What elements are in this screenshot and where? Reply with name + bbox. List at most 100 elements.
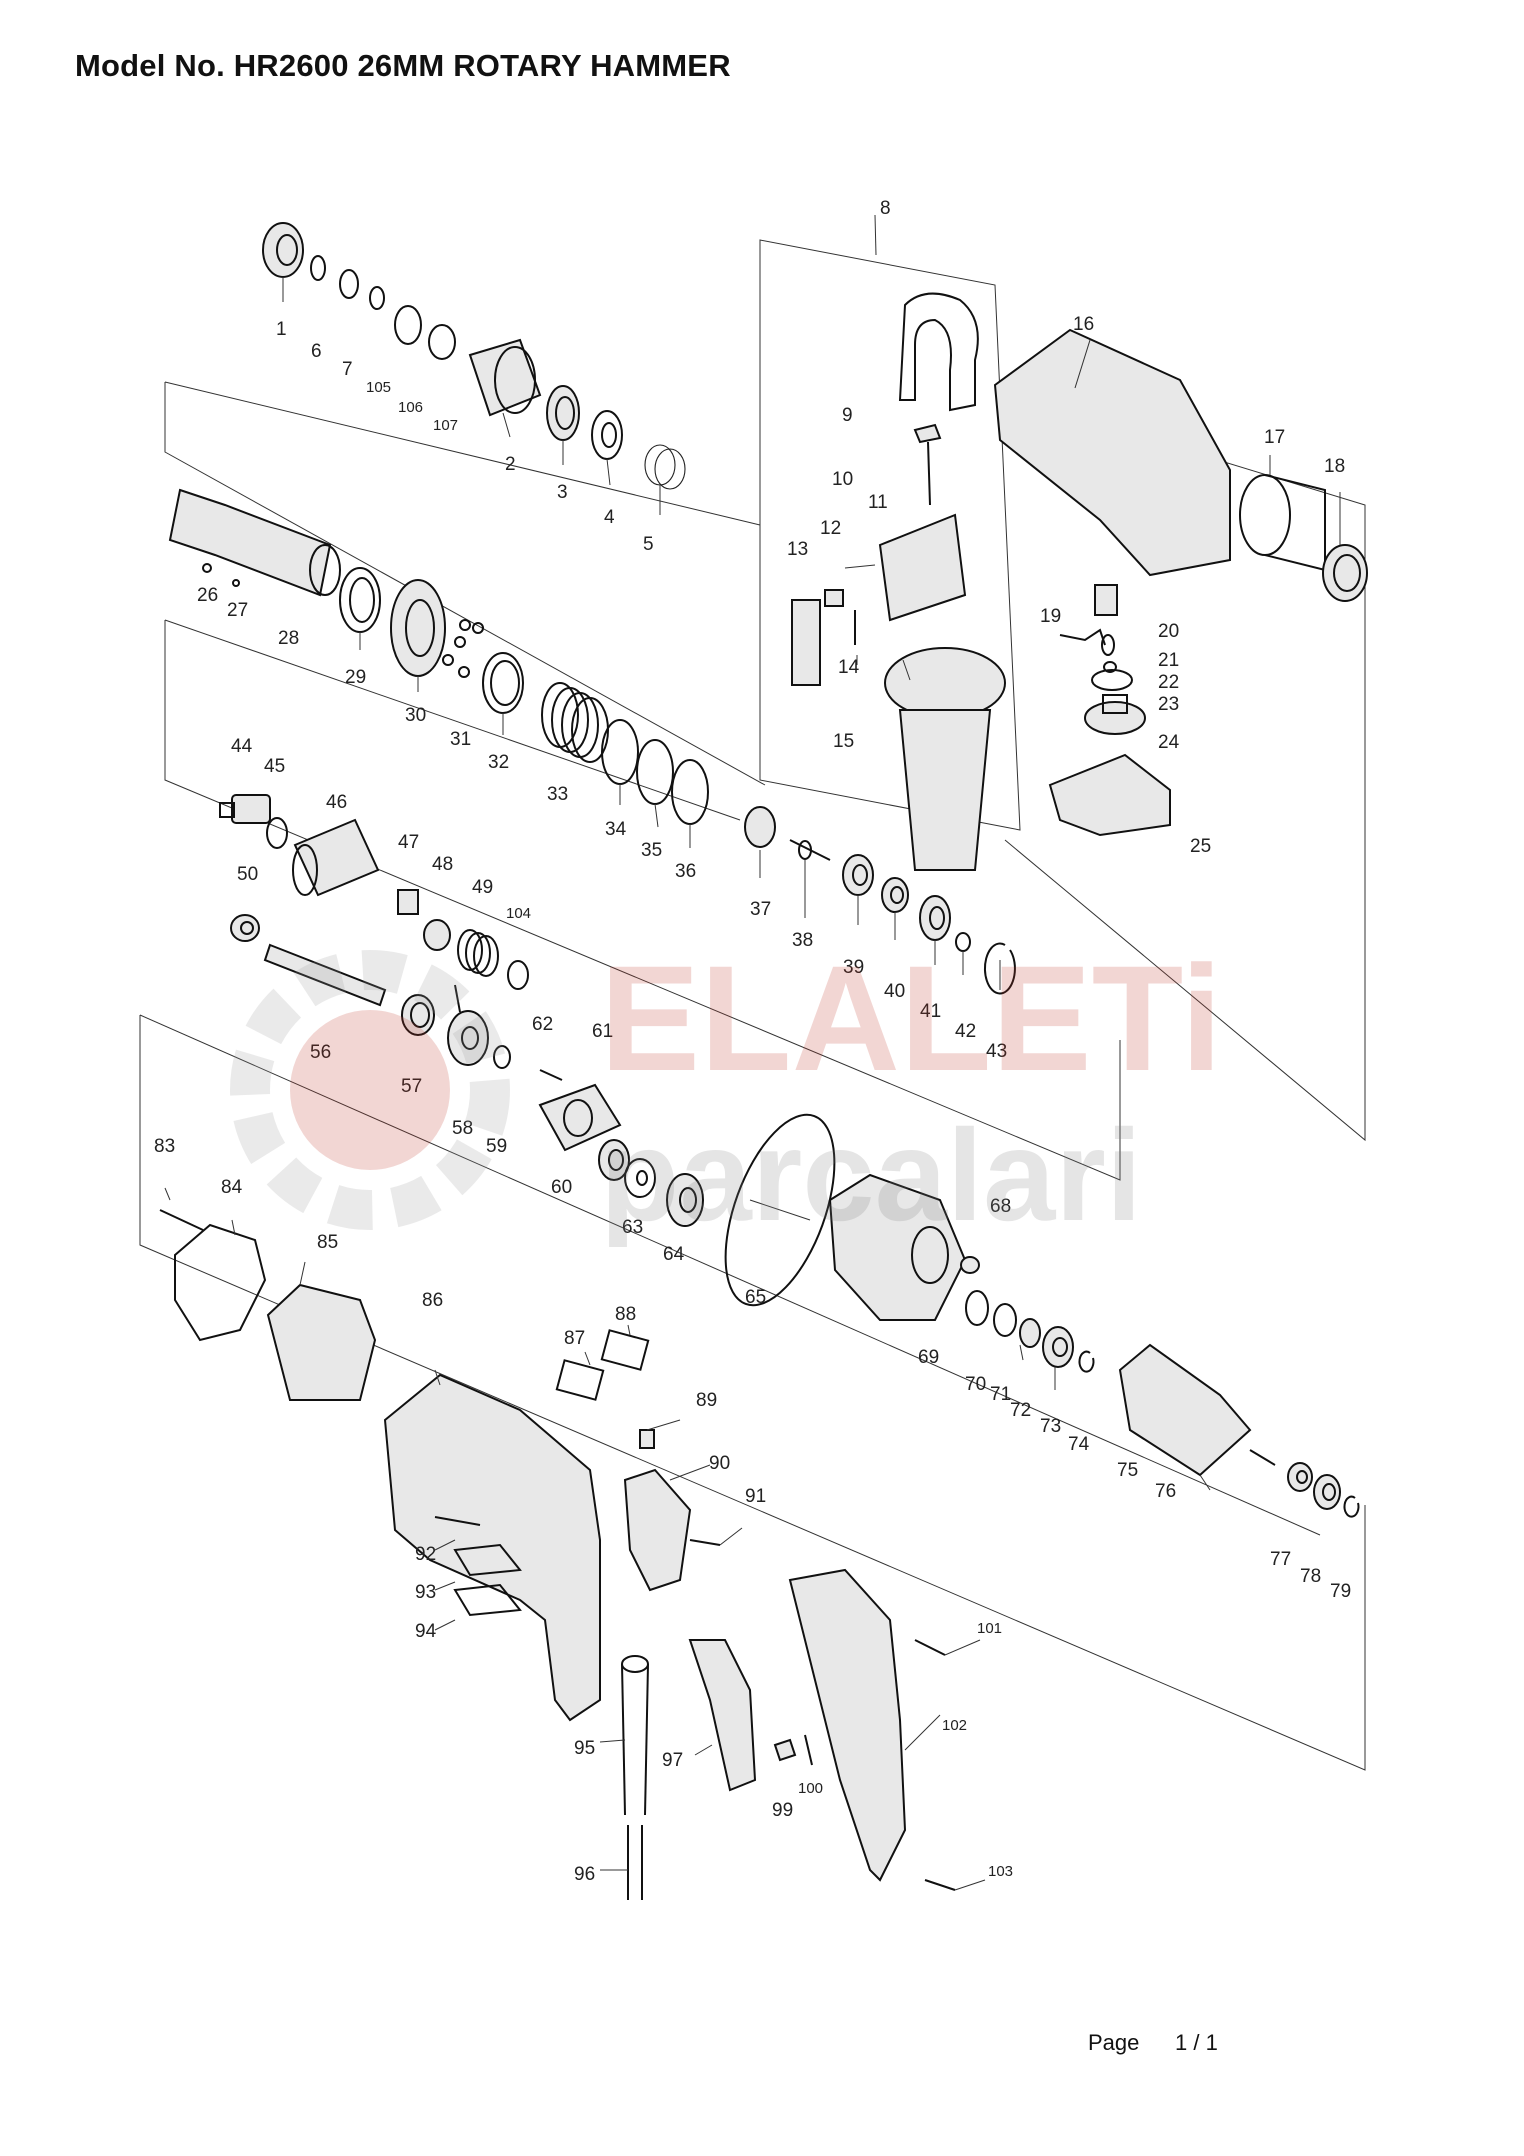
label-95: 95 (574, 1738, 595, 1759)
label-34: 34 (605, 819, 627, 840)
part-27-shape (232, 579, 240, 587)
label-32: 32 (488, 752, 509, 773)
label-48: 48 (432, 854, 453, 875)
label-86: 86 (422, 1290, 443, 1311)
part-90-shape (623, 1468, 692, 1592)
label-94: 94 (415, 1621, 437, 1642)
part-89-shape (639, 1429, 655, 1449)
part-104-shape (507, 960, 529, 990)
label-14: 14 (838, 657, 860, 678)
part-46-shape (292, 818, 380, 897)
motor-group-parts (159, 1173, 1360, 1900)
part-97-shape (688, 1639, 757, 1792)
label-36: 36 (675, 861, 696, 882)
label-57: 57 (401, 1076, 422, 1097)
part-1-shape (262, 222, 304, 278)
part-101-shape (914, 1639, 946, 1656)
label-39: 39 (843, 957, 864, 978)
label-30: 30 (405, 705, 426, 726)
label-85: 85 (317, 1232, 338, 1253)
part-96-shape (627, 1825, 643, 1900)
label-1: 1 (276, 319, 287, 340)
part-105-shape (369, 286, 385, 310)
label-65: 65 (745, 1287, 766, 1308)
label-4: 4 (604, 507, 615, 528)
part-39-shape (842, 854, 874, 896)
label-43: 43 (986, 1041, 1007, 1062)
part-13-shape (791, 599, 821, 686)
clutch-group-parts (219, 794, 836, 1307)
part-2-shape (468, 338, 542, 417)
part-99-shape (773, 1738, 797, 1762)
part-93-shape (453, 1543, 522, 1577)
part-40-shape (881, 877, 909, 913)
page-number: 1 / 1 (1175, 2030, 1218, 2055)
page-title: Model No. HR2600 26MM ROTARY HAMMER (75, 48, 731, 83)
part-56-shape (263, 943, 387, 1007)
part-77-shape (1287, 1462, 1313, 1492)
part-87-shape (555, 1359, 605, 1401)
label-74: 74 (1068, 1434, 1090, 1455)
label-60: 60 (551, 1177, 572, 1198)
part-36-shape (671, 759, 709, 825)
part-38-shape (789, 839, 831, 861)
label-84: 84 (221, 1177, 243, 1198)
label-44: 44 (231, 736, 253, 757)
label-58: 58 (452, 1118, 473, 1139)
label-28: 28 (278, 628, 299, 649)
label-101: 101 (977, 1620, 1002, 1637)
label-24: 24 (1158, 732, 1180, 753)
label-16: 16 (1073, 314, 1094, 335)
page-label: Page (1088, 2030, 1140, 2055)
part-71-shape (993, 1303, 1017, 1337)
label-21: 21 (1158, 650, 1179, 671)
label-88: 88 (615, 1304, 636, 1325)
label-78: 78 (1300, 1566, 1321, 1587)
label-62: 62 (532, 1014, 553, 1035)
label-104: 104 (506, 905, 531, 922)
part-37-shape (744, 806, 776, 848)
part-42-shape (955, 932, 971, 952)
label-38: 38 (792, 930, 813, 951)
label-97: 97 (662, 1750, 683, 1771)
label-leader-lines (164, 277, 1341, 1891)
part-107-shape (428, 324, 456, 360)
part-5-shape (644, 444, 686, 490)
label-45: 45 (264, 756, 285, 777)
label-11: 11 (868, 492, 888, 513)
part-44-shape (219, 794, 271, 824)
label-15: 15 (833, 731, 854, 752)
label-68: 68 (990, 1196, 1011, 1217)
label-89: 89 (696, 1390, 717, 1411)
label-19: 19 (1040, 606, 1061, 627)
label-73: 73 (1040, 1416, 1061, 1437)
part-45-shape (266, 817, 288, 849)
part-47-shape (397, 889, 419, 915)
label-7: 7 (342, 359, 353, 380)
part-48-shape (423, 919, 451, 951)
part-68-shape (960, 1256, 980, 1274)
label-103: 103 (988, 1863, 1013, 1880)
part-12-shape (824, 589, 844, 607)
part-65-shape (724, 1113, 836, 1307)
part-31-shape (442, 619, 484, 678)
label-8: 8 (880, 198, 891, 219)
label-17: 17 (1264, 427, 1285, 448)
label-96: 96 (574, 1864, 595, 1885)
part-100-shape (804, 1734, 813, 1766)
part-69-shape (828, 1173, 967, 1321)
label-2: 2 (505, 454, 516, 475)
part-61-shape (598, 1139, 630, 1181)
label-3: 3 (557, 482, 568, 503)
part-16-shape (993, 328, 1231, 577)
label-93: 93 (415, 1582, 436, 1603)
barrel-group-parts (168, 488, 709, 825)
label-13: 13 (787, 539, 808, 560)
part-59-shape (493, 1045, 511, 1069)
label-25: 25 (1190, 836, 1211, 857)
part-19-shape (1059, 628, 1106, 646)
part-10-shape (913, 423, 942, 506)
part-18-shape (1322, 544, 1368, 602)
part-30-shape (390, 579, 446, 677)
